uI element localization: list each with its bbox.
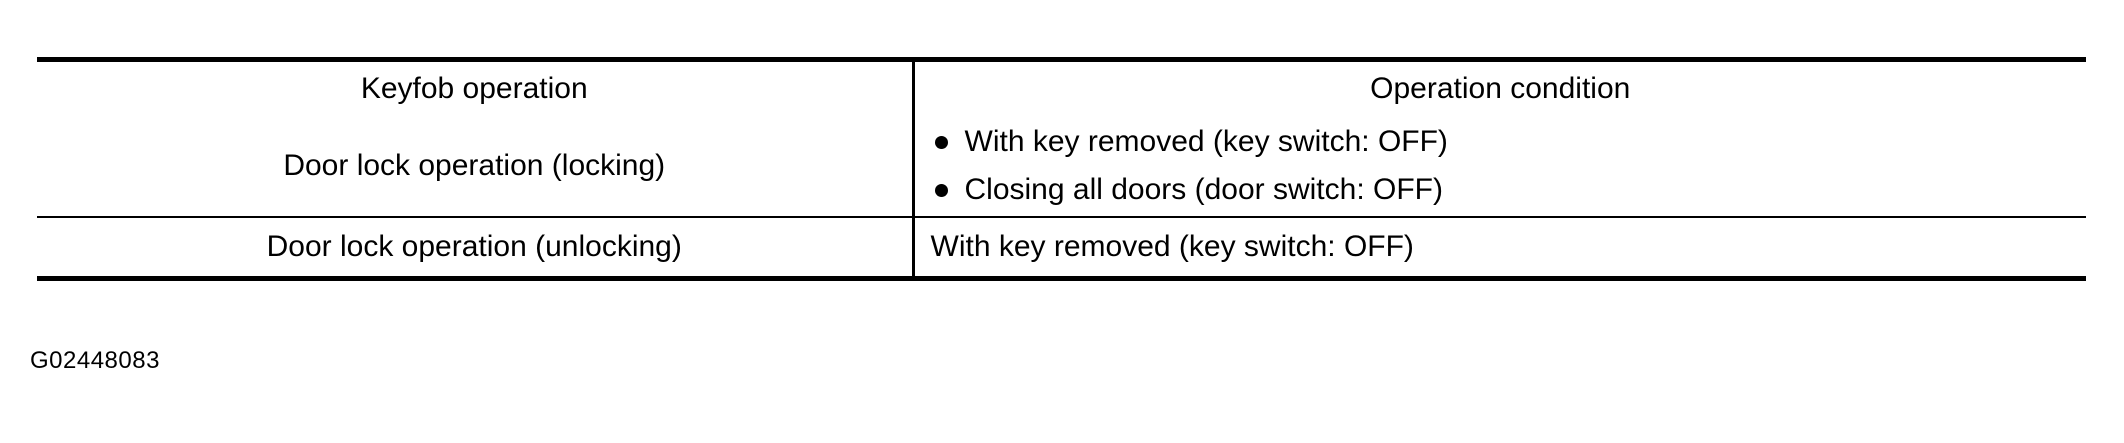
- table-header: Keyfob operation Operation condition: [37, 58, 2086, 116]
- column-header-operation-condition: Operation condition: [913, 58, 2086, 116]
- keyfob-operation-table: Keyfob operation Operation condition Doo…: [37, 57, 2086, 281]
- spec-table-container: Keyfob operation Operation condition Doo…: [37, 57, 2086, 281]
- figure-reference-code: G02448083: [30, 347, 160, 374]
- condition-text: Closing all doors (door switch: OFF): [964, 173, 1443, 206]
- cell-operation-unlocking: Door lock operation (unlocking): [37, 216, 915, 279]
- table-body: Door lock operation (locking) With key r…: [37, 116, 2086, 279]
- cell-conditions-locking: With key removed (key switch: OFF) Closi…: [913, 116, 2086, 217]
- table-header-row: Keyfob operation Operation condition: [37, 58, 2086, 116]
- table-row: Door lock operation (unlocking) With key…: [37, 216, 2086, 279]
- cell-conditions-unlocking: With key removed (key switch: OFF): [913, 216, 2086, 279]
- bullet-icon: [934, 184, 948, 197]
- list-item: Closing all doors (door switch: OFF): [931, 166, 2087, 214]
- condition-text: With key removed (key switch: OFF): [964, 125, 1448, 158]
- condition-list: With key removed (key switch: OFF) Closi…: [931, 118, 2087, 214]
- column-header-keyfob-operation: Keyfob operation: [37, 58, 915, 116]
- table-row: Door lock operation (locking) With key r…: [37, 116, 2086, 217]
- condition-text: With key removed (key switch: OFF): [930, 230, 1414, 263]
- list-item: With key removed (key switch: OFF): [931, 118, 2087, 166]
- bullet-icon: [934, 136, 948, 149]
- cell-operation-locking: Door lock operation (locking): [37, 116, 915, 217]
